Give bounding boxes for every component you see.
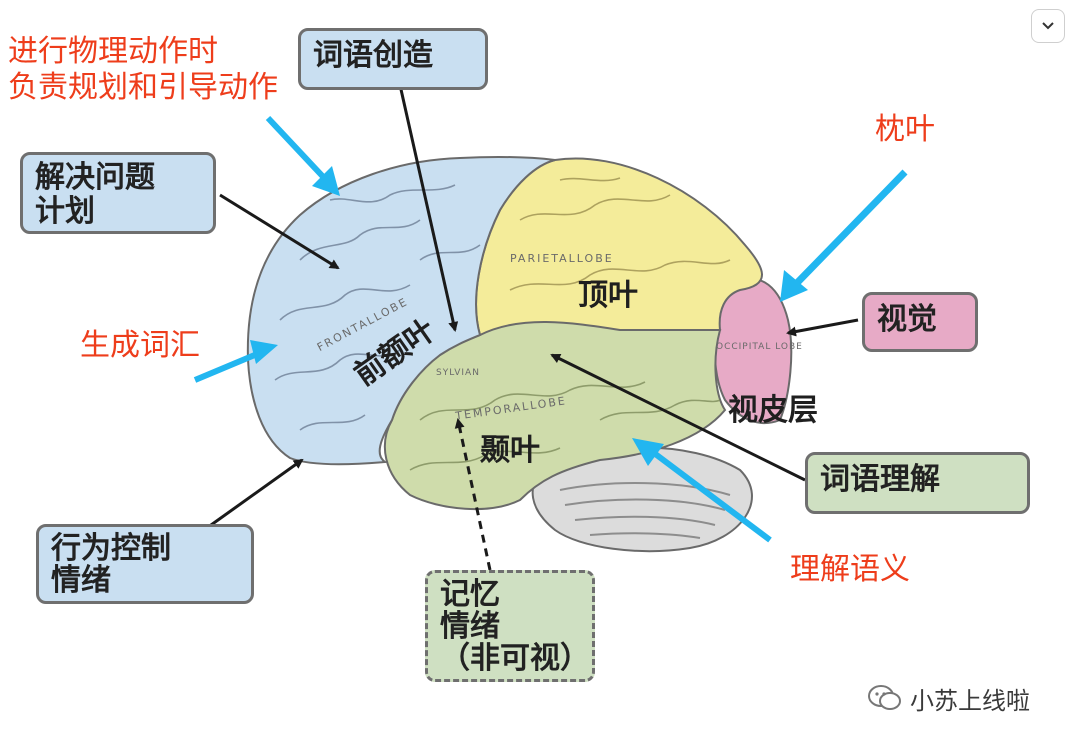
- word-comprehension-box: 词语理解: [805, 452, 1030, 514]
- watermark-text: 小苏上线啦: [910, 686, 1030, 715]
- behavior-line1: 行为控制: [51, 531, 171, 566]
- cyan-arrow-occipital: [780, 169, 908, 302]
- vision-box: 视觉: [862, 292, 978, 352]
- behavior-line2: 情绪: [51, 563, 111, 598]
- temporal-gyri: [409, 381, 721, 471]
- vision-label: 视觉: [877, 302, 937, 337]
- parietal-gyri: [509, 177, 731, 291]
- word-creation-label: 词语创造: [313, 38, 433, 73]
- arrow-problem-solving: [219, 193, 340, 270]
- arrow-word-creation: [398, 84, 459, 332]
- arrow-word-comprehension: [550, 353, 806, 482]
- cyan-arrow-understand-semantics: [632, 438, 772, 543]
- cerebellum: [531, 446, 753, 553]
- problem-solving-line2: 计划: [35, 194, 95, 229]
- physical-action-line1: 进行物理动作时: [8, 34, 218, 69]
- latin-label-occipital: OCCIPITAL LOBE: [716, 342, 803, 352]
- word-comprehension-label: 词语理解: [820, 462, 940, 497]
- physical-action-note: 进行物理动作时 负责规划和引导动作: [8, 34, 278, 106]
- problem-solving-line1: 解决问题: [35, 160, 155, 195]
- dropdown-button[interactable]: [1031, 9, 1065, 43]
- cyan-arrow-generate-vocab: [193, 340, 278, 383]
- cyan-arrow-physical-action: [265, 115, 340, 196]
- latin-label-sylvian: SYLVIAN: [436, 368, 480, 378]
- arrow-memory: [454, 418, 492, 571]
- behavior-box: 行为控制 情绪: [36, 524, 254, 604]
- memory-line2: 情绪: [440, 609, 500, 644]
- chevron-down-icon: [1042, 22, 1054, 30]
- black-arrows: [189, 84, 859, 571]
- label-parietal-lobe: 顶叶: [578, 278, 638, 313]
- word-creation-box: 词语创造: [298, 28, 488, 90]
- generate-vocab-note: 生成词汇: [80, 328, 200, 363]
- memory-box: 记忆 情绪 （非可视）: [425, 570, 595, 682]
- understand-semantics-note: 理解语义: [790, 552, 910, 587]
- memory-line1: 记忆: [440, 577, 500, 612]
- cyan-arrows: [193, 115, 908, 543]
- arrow-vision: [786, 318, 859, 337]
- watermark: 小苏上线啦: [868, 680, 1030, 716]
- wechat-icon: [868, 685, 901, 710]
- memory-line3: （非可视）: [440, 641, 590, 676]
- frontal-lobe: [246, 155, 556, 466]
- label-visual-cortex: 视皮层: [728, 393, 818, 428]
- occipital-note: 枕叶: [875, 112, 935, 147]
- label-temporal-lobe: 颞叶: [480, 433, 540, 468]
- physical-action-line2: 负责规划和引导动作: [8, 70, 278, 105]
- latin-label-parietal: PARIETALLOBE: [510, 252, 614, 265]
- problem-solving-box: 解决问题 计划: [20, 152, 216, 234]
- frontal-gyri: [274, 184, 481, 431]
